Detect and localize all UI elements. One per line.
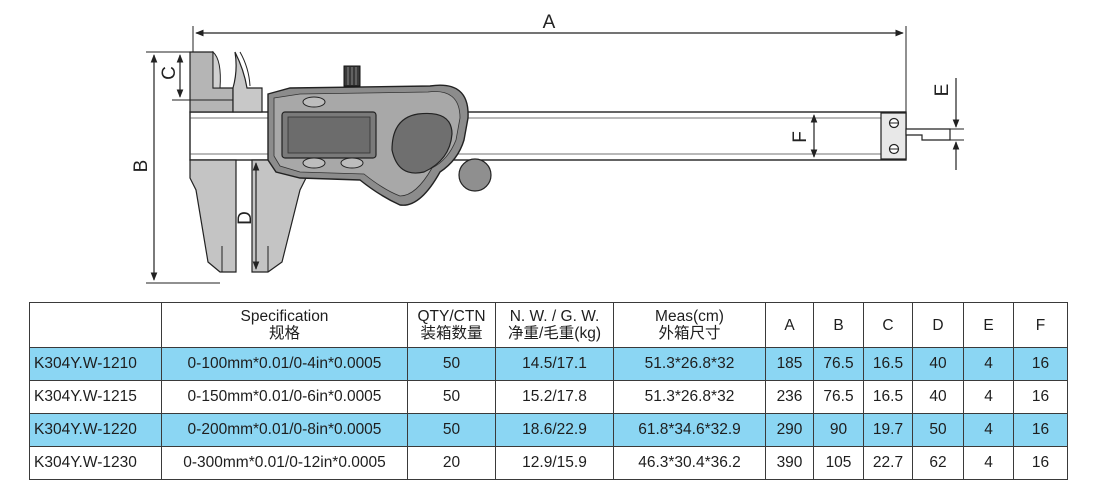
header-specification: Specification 规格: [161, 302, 408, 348]
cell-weight: 18.6/22.9: [495, 413, 614, 447]
cell-d: 62: [912, 446, 964, 480]
dimension-label-a: A: [543, 12, 556, 33]
cell-meas: 51.3*26.8*32: [613, 347, 766, 381]
cell-c: 16.5: [863, 347, 913, 381]
cell-qty: 50: [407, 347, 496, 381]
dimension-f: F: [790, 114, 818, 158]
dimension-label-b: B: [131, 160, 152, 173]
header-meas: Meas(cm) 外箱尺寸: [613, 302, 766, 348]
specification-table: Specification 规格 QTY/CTN 装箱数量 N. W. / G.…: [29, 302, 1068, 480]
table-header-row: Specification 规格 QTY/CTN 装箱数量 N. W. / G.…: [29, 302, 1068, 348]
cell-a: 390: [765, 446, 814, 480]
header-f: F: [1013, 302, 1068, 348]
locking-screw: [343, 65, 361, 87]
cell-weight: 14.5/17.1: [495, 347, 614, 381]
cell-e: 4: [963, 446, 1014, 480]
cell-weight: 12.9/15.9: [495, 446, 614, 480]
cell-b: 105: [813, 446, 864, 480]
header-a: A: [765, 302, 814, 348]
cell-a: 185: [765, 347, 814, 381]
header-specification-cn: 规格: [268, 325, 300, 342]
cell-qty: 50: [407, 413, 496, 447]
cell-spec: 0-150mm*0.01/0-6in*0.0005: [161, 380, 408, 414]
header-qty-cn: 装箱数量: [420, 325, 483, 342]
dimension-d: D: [235, 162, 260, 270]
dimension-a: A: [192, 12, 907, 112]
cell-weight: 15.2/17.8: [495, 380, 614, 414]
dimension-e: E: [932, 78, 964, 170]
header-d: D: [912, 302, 964, 348]
cell-meas: 51.3*26.8*32: [613, 380, 766, 414]
header-c: C: [863, 302, 913, 348]
header-qty-en: QTY/CTN: [417, 308, 486, 325]
dimension-c: C: [159, 54, 233, 101]
cell-a: 236: [765, 380, 814, 414]
dimension-label-f: F: [790, 131, 811, 143]
cell-d: 50: [912, 413, 964, 447]
table-row: K304Y.W-1230 0-300mm*0.01/0-12in*0.0005 …: [29, 446, 1068, 480]
table-row: K304Y.W-1215 0-150mm*0.01/0-6in*0.0005 5…: [29, 380, 1068, 414]
function-buttons: [302, 96, 364, 169]
lcd-display: [281, 111, 377, 159]
fixed-jaw: [189, 50, 237, 273]
cell-model: K304Y.W-1210: [29, 347, 162, 381]
header-e: E: [963, 302, 1014, 348]
header-meas-cn: 外箱尺寸: [658, 325, 721, 342]
thumb-grip: [391, 112, 492, 192]
table-row: K304Y.W-1220 0-200mm*0.01/0-8in*0.0005 5…: [29, 413, 1068, 447]
caliper-dimension-diagram: A B C D F E: [131, 12, 964, 284]
table-row: K304Y.W-1210 0-100mm*0.01/0-4in*0.0005 5…: [29, 347, 1068, 381]
cell-e: 4: [963, 347, 1014, 381]
cell-qty: 20: [407, 446, 496, 480]
beam-end-cap: [880, 112, 907, 160]
cell-spec: 0-300mm*0.01/0-12in*0.0005: [161, 446, 408, 480]
depth-rod: [905, 128, 951, 141]
cell-b: 76.5: [813, 347, 864, 381]
cell-f: 16: [1013, 413, 1068, 447]
cell-c: 19.7: [863, 413, 913, 447]
header-qty: QTY/CTN 装箱数量: [407, 302, 496, 348]
cell-b: 90: [813, 413, 864, 447]
cell-c: 16.5: [863, 380, 913, 414]
header-specification-en: Specification: [240, 308, 329, 325]
cell-c: 22.7: [863, 446, 913, 480]
cell-meas: 61.8*34.6*32.9: [613, 413, 766, 447]
cell-d: 40: [912, 380, 964, 414]
dimension-label-d: D: [235, 211, 256, 225]
header-meas-en: Meas(cm): [655, 308, 724, 325]
cell-b: 76.5: [813, 380, 864, 414]
header-model: [29, 302, 162, 348]
cell-d: 40: [912, 347, 964, 381]
cell-f: 16: [1013, 347, 1068, 381]
cell-model: K304Y.W-1215: [29, 380, 162, 414]
cell-spec: 0-100mm*0.01/0-4in*0.0005: [161, 347, 408, 381]
cell-f: 16: [1013, 446, 1068, 480]
header-weight: N. W. / G. W. 净重/毛重(kg): [495, 302, 614, 348]
cell-e: 4: [963, 413, 1014, 447]
cell-qty: 50: [407, 380, 496, 414]
dimension-b: B: [131, 51, 220, 284]
cell-model: K304Y.W-1220: [29, 413, 162, 447]
header-weight-cn: 净重/毛重(kg): [507, 325, 601, 342]
header-b: B: [813, 302, 864, 348]
cell-model: K304Y.W-1230: [29, 446, 162, 480]
cell-a: 290: [765, 413, 814, 447]
header-weight-en: N. W. / G. W.: [509, 308, 600, 325]
dimension-label-c: C: [159, 66, 180, 80]
cell-meas: 46.3*30.4*36.2: [613, 446, 766, 480]
cell-spec: 0-200mm*0.01/0-8in*0.0005: [161, 413, 408, 447]
dimension-label-e: E: [932, 84, 953, 97]
cell-e: 4: [963, 380, 1014, 414]
cell-f: 16: [1013, 380, 1068, 414]
